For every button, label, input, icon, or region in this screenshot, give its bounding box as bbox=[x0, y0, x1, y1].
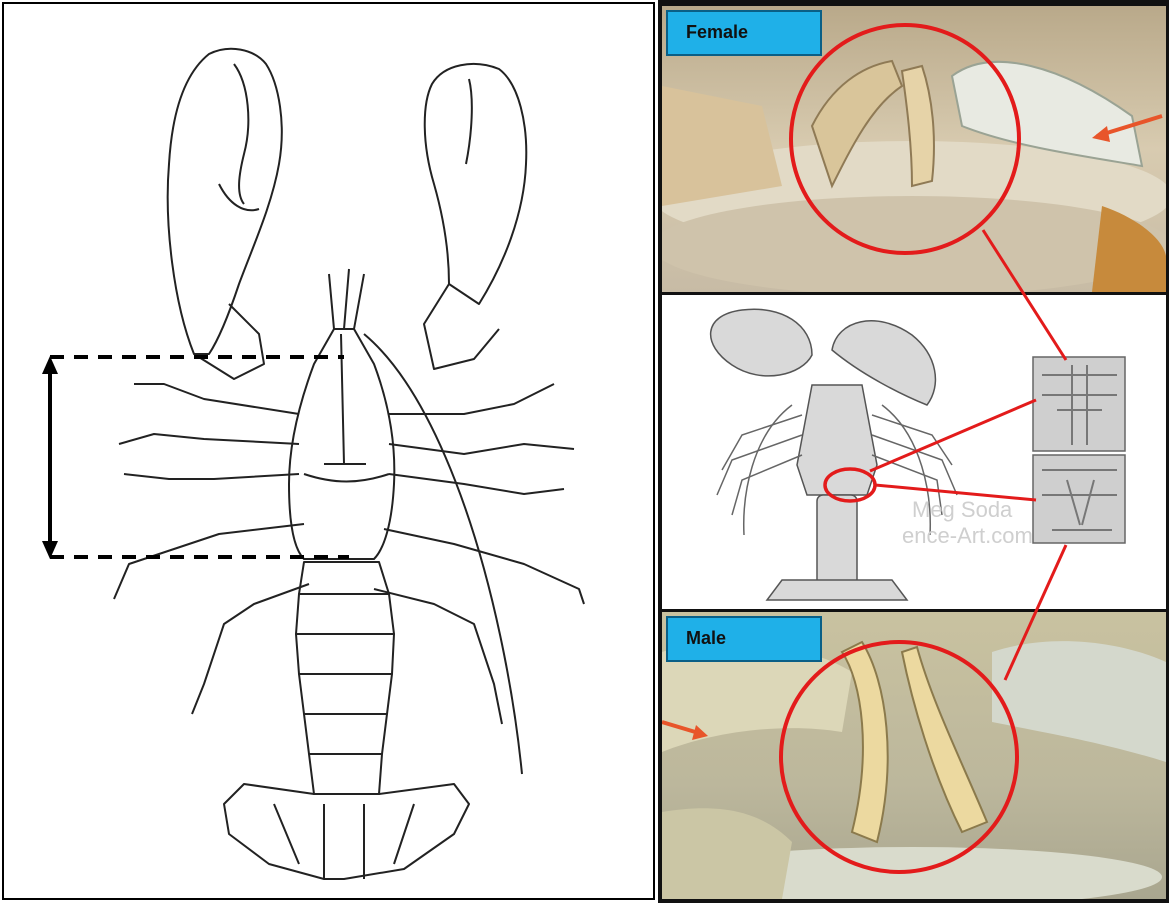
lobster-drawing bbox=[4, 4, 653, 898]
lobster-diagram-panel bbox=[2, 2, 655, 900]
illustration-left-claw bbox=[711, 309, 812, 376]
male-underside-photo: Male bbox=[662, 612, 1166, 899]
watermark-line2: ence-Art.com bbox=[902, 523, 1033, 548]
carapace-measurement bbox=[42, 356, 349, 559]
inset-female bbox=[1033, 357, 1125, 451]
inset-male bbox=[1033, 455, 1125, 543]
female-underside-photo: Female bbox=[662, 6, 1166, 292]
reference-illustration: Meg Soda ence-Art.com bbox=[662, 295, 1166, 609]
male-label: Male bbox=[666, 616, 822, 662]
tail-fan bbox=[224, 784, 469, 879]
watermark-line1: Meg Soda bbox=[912, 497, 1013, 522]
left-claw bbox=[168, 49, 282, 354]
connector-to-female-inset bbox=[870, 400, 1036, 471]
female-label: Female bbox=[666, 10, 822, 56]
sexing-comparison-panel: Female Meg Soda ence-Art.com bbox=[658, 0, 1169, 903]
right-claw bbox=[425, 64, 527, 304]
